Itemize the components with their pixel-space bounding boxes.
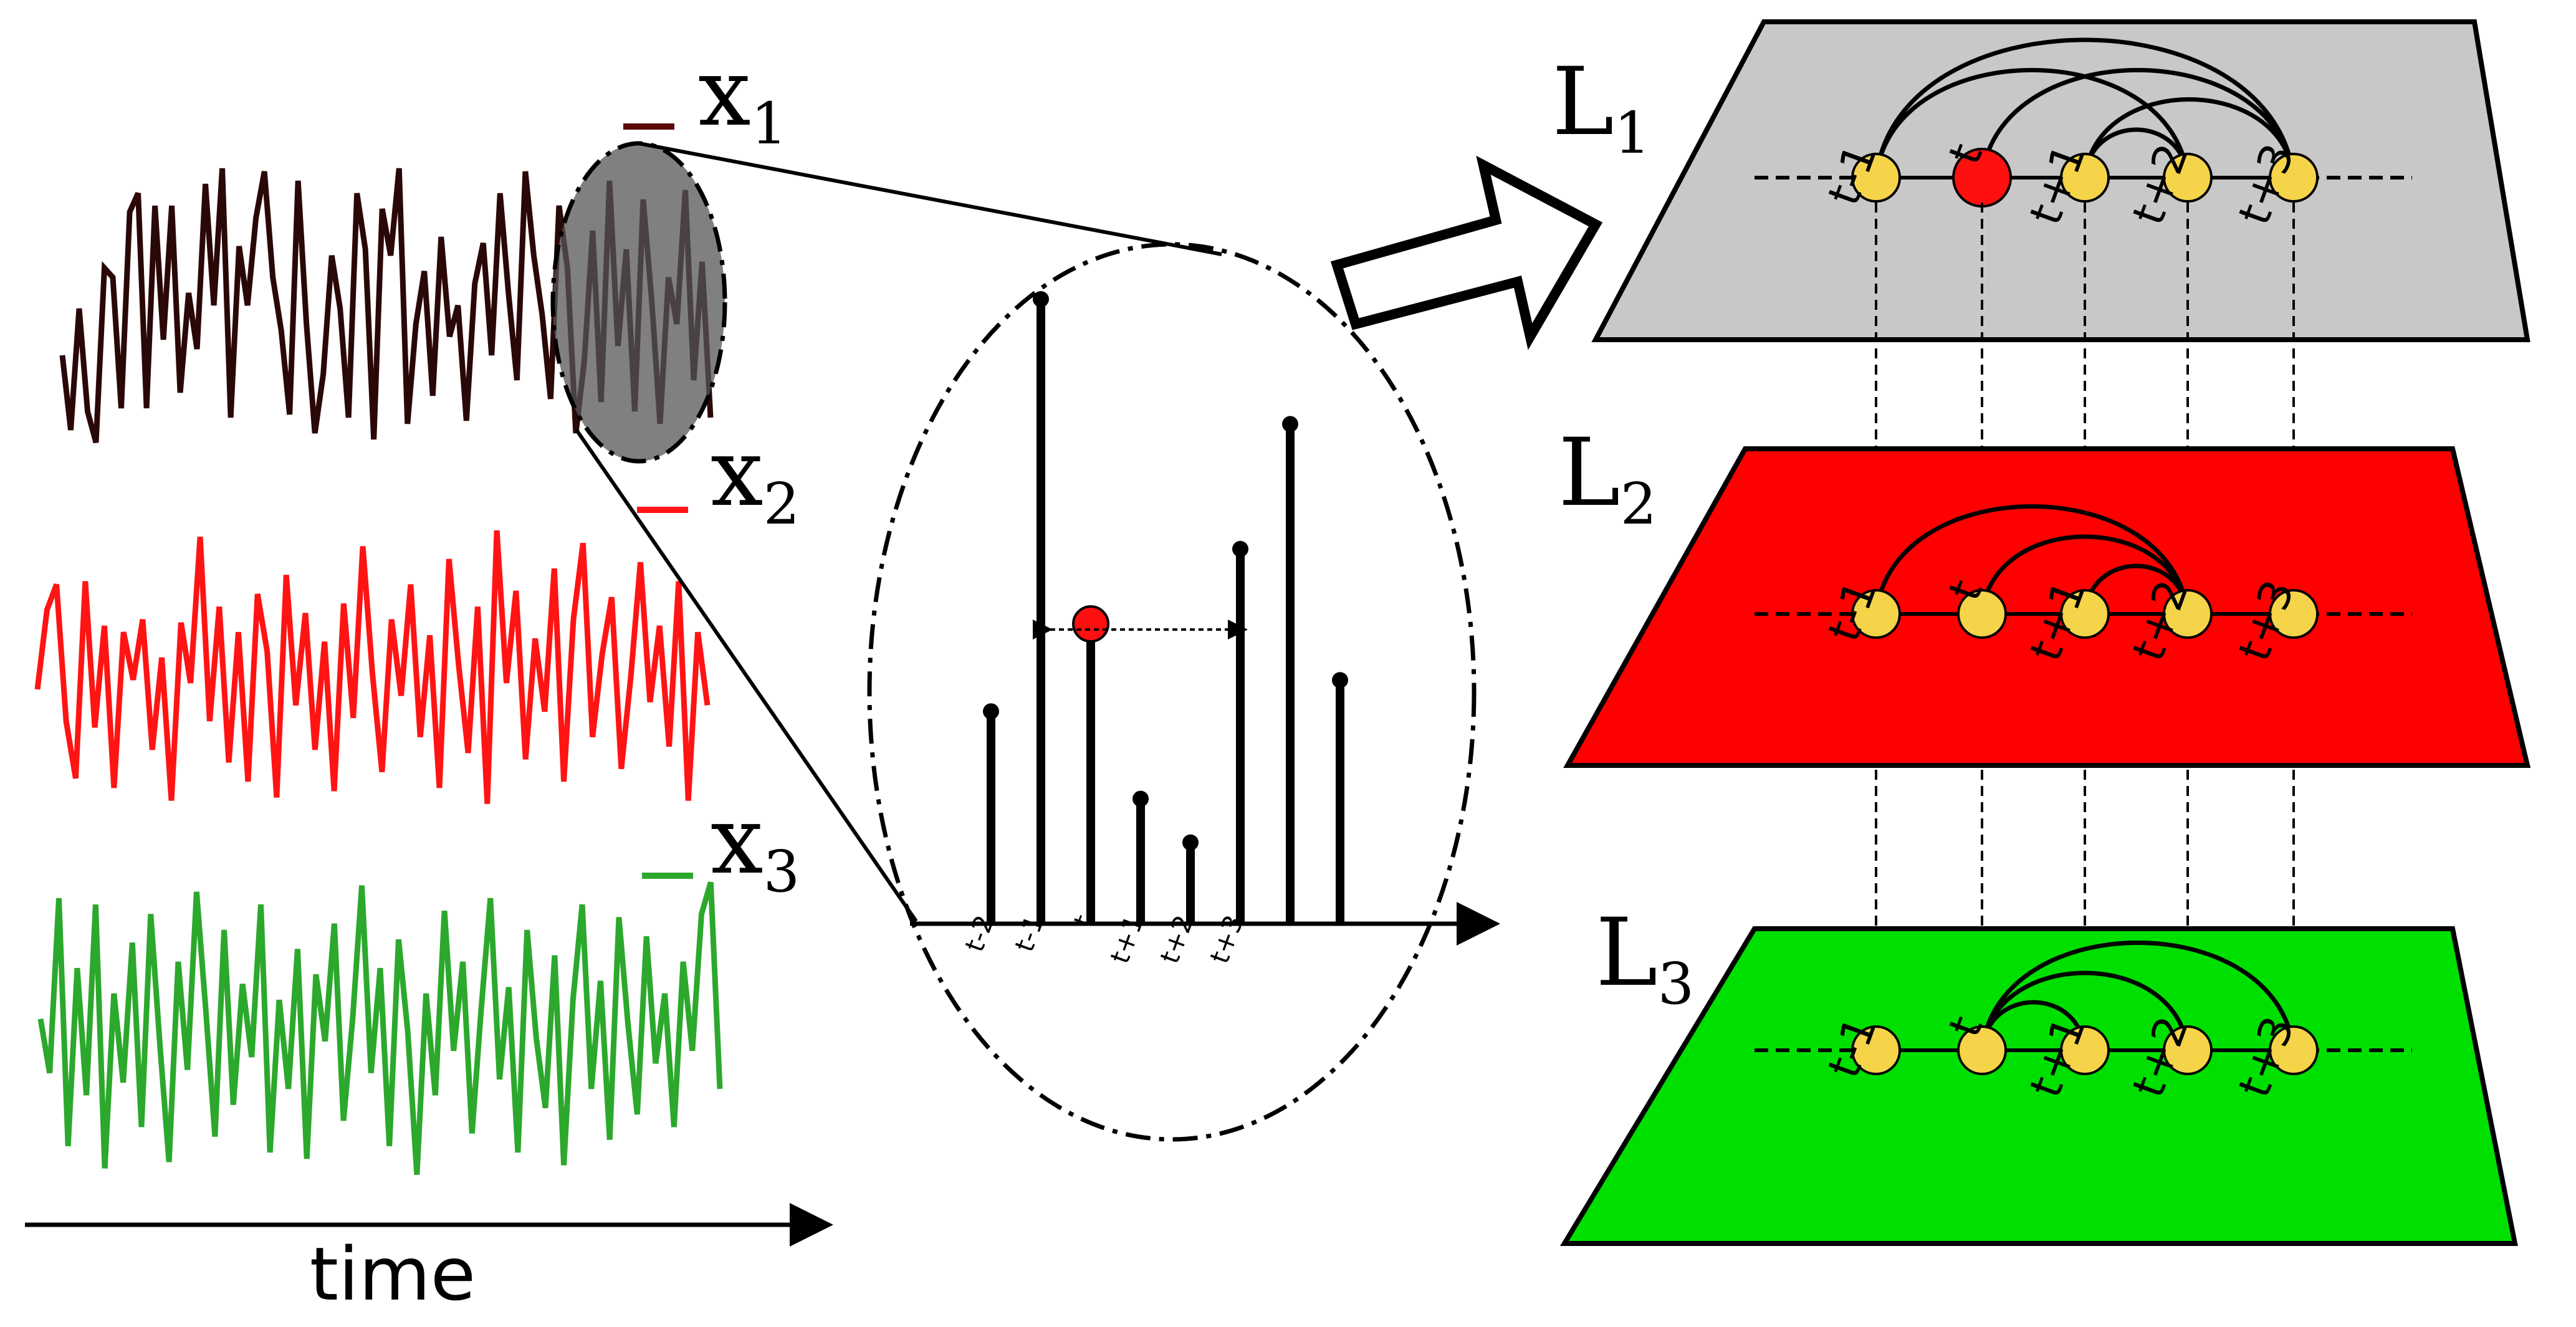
series-label-x3: x3 [642, 787, 800, 905]
layer-label-3-sub: 3 [1658, 951, 1695, 1017]
layer-1-node-4 [2269, 153, 2319, 203]
layer-2-arc-1 [1980, 534, 2190, 615]
layer-3-node-4 [2269, 1025, 2319, 1075]
layer-3-node-2 [2060, 1025, 2110, 1075]
layer-2-arc-0 [1874, 504, 2190, 615]
layer-3-node-1 [1957, 1025, 2007, 1075]
zoom-window-ellipse [550, 141, 727, 464]
layer-3-node-3 [2163, 1025, 2213, 1075]
stem-cap-3 [1132, 790, 1149, 807]
layer-label-3: L3 [1596, 899, 1694, 1017]
layer-3-node-0 [1851, 1025, 1901, 1075]
layer-label-2-sub: 2 [1621, 471, 1657, 537]
stem-cap-1 [1033, 291, 1049, 307]
zoom-connector-bottom [575, 429, 918, 922]
layer-1-arc-1 [1980, 68, 2296, 178]
zoom-connectors [575, 141, 1222, 922]
stem-highlight-dot [1072, 605, 1109, 643]
series-label-x2-main: x [711, 419, 764, 527]
mapping-arrow [1330, 155, 1603, 350]
layer-1-node-0 [1851, 153, 1901, 203]
stem-label-5: t+3 [1204, 911, 1250, 967]
layer-2-node-0 [1851, 589, 1901, 639]
series-label-x2-sub: 2 [764, 471, 800, 537]
series-label-x1-sub: 1 [751, 90, 788, 157]
stem-label-4: t+2 [1154, 911, 1200, 967]
series-labels: x1 x2 x3 [623, 39, 800, 905]
svg-text:x2: x2 [711, 419, 800, 537]
series-line-x3 [37, 881, 723, 1175]
layer-label-1-sub: 1 [1614, 100, 1651, 166]
layer-1-node-3 [2163, 153, 2213, 203]
layer-1-arc-2 [1874, 68, 2190, 178]
svg-text:x1: x1 [698, 39, 787, 157]
stem-label-3: t+1 [1104, 911, 1150, 967]
layer-2-node-3 [2163, 589, 2213, 639]
layer-1-arc-3 [2082, 97, 2296, 178]
layer-2-node-2 [2060, 589, 2110, 639]
stem-cap-7 [1332, 672, 1348, 689]
magnified-ellipse [867, 242, 1477, 1142]
layer-label-1-main: L [1552, 48, 1614, 156]
layer-label-3-main: L [1596, 899, 1658, 1007]
stem-cap-4 [1182, 834, 1199, 851]
series-line-x2 [34, 530, 711, 804]
layer-1-arc-0 [1874, 37, 2296, 178]
layer-3-arc-1 [1980, 970, 2190, 1051]
zoom-connector-top [638, 141, 1222, 256]
layer-label-2: L2 [1558, 419, 1657, 537]
layer-2-node-1 [1957, 589, 2007, 639]
layer-2-node-4 [2269, 589, 2319, 639]
series-label-x3-sub: 3 [764, 838, 800, 905]
series-label-x3-main: x [711, 787, 764, 895]
svg-text:x3: x3 [711, 787, 800, 905]
series-label-x2: x2 [637, 419, 800, 537]
time-axis-label: time [310, 1231, 476, 1317]
layer-1-node-2 [2060, 153, 2110, 203]
layer-label-1: L1 [1552, 48, 1650, 166]
layer-plane-2 [1563, 446, 2531, 768]
stem-cap-6 [1282, 416, 1298, 433]
series-label-x1-main: x [698, 39, 751, 147]
stem-cap-0 [983, 703, 999, 720]
time-axis: time [25, 1203, 833, 1317]
series-label-x1: x1 [623, 39, 787, 157]
stem-cap-5 [1232, 540, 1248, 557]
layer-label-2-main: L [1558, 419, 1621, 527]
layer-3-arc-0 [1980, 941, 2296, 1051]
